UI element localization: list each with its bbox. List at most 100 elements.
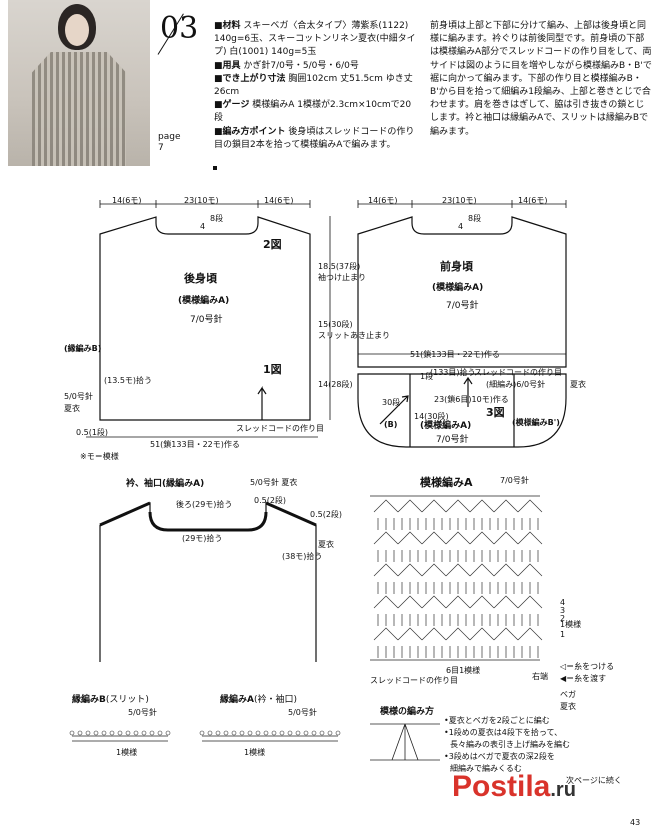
back-fig2-label: 2図: [263, 238, 282, 251]
front-body-outline: [357, 216, 567, 368]
chart-a-stitch: [497, 646, 515, 658]
chart-a-stitch: [497, 614, 515, 626]
photo-garment: [32, 52, 126, 166]
edge-stitch: [109, 730, 115, 736]
chart-a-stitch: [517, 531, 543, 545]
front-neck-dim: 4: [458, 222, 464, 231]
edge-stitch: [165, 730, 171, 736]
edge-stitch: [69, 730, 75, 736]
chart-a-stitch: [493, 499, 519, 513]
how-title: 模様の編み方: [380, 707, 435, 717]
tools-line: ■用具 かぎ針7/0号・5/0号・6/0号: [214, 60, 359, 71]
edge-stitch: [311, 730, 317, 736]
chart-a-grid: [370, 495, 540, 661]
chart-a-stitch: [373, 627, 399, 641]
chart-a-bottom: 6目1模様: [446, 666, 481, 675]
front-edge: (細編み)6/0号針: [486, 380, 546, 389]
instructions-text: 前身頃は上部と下部に分けて編み、上部は後身頃と同様に編みます。衿ぐりは前後同型で…: [430, 21, 652, 137]
back-side3-dim: 14(28段): [318, 380, 353, 389]
chart-a-start: 右端: [532, 672, 548, 681]
how-step-5: 細編みで編みくるむ: [450, 764, 522, 773]
chart-a-stitch: [401, 550, 419, 562]
edge-stitch: [231, 730, 237, 736]
edge-stitch: [255, 730, 261, 736]
collar-edge: [99, 501, 317, 527]
edge-stitch: [125, 730, 131, 736]
chart-a-stitch: [493, 563, 519, 577]
chart-a-stitch: [397, 595, 423, 609]
edge-stitch: [199, 730, 205, 736]
chart-a-stitch: [449, 614, 467, 626]
chart-a-stitch: [493, 531, 519, 545]
chart-a-stitch: [517, 627, 543, 641]
symbol-attach: ◁＝糸をつける: [560, 662, 615, 671]
front-row1: 1段: [420, 372, 434, 381]
chart-a-stitch: [445, 531, 471, 545]
edge-stitch: [247, 730, 253, 736]
chart-a-stitch: [469, 563, 495, 577]
edge-stitch: [271, 730, 277, 736]
front-b-left-rows: 30段: [382, 398, 401, 407]
photo-face: [65, 14, 89, 46]
chart-a-stitch: [425, 646, 443, 658]
edge-stitch: [117, 730, 123, 736]
back-title: 後身頃: [184, 272, 217, 285]
chart-a-stitch: [377, 582, 395, 594]
edge-stitch: [279, 730, 285, 736]
front-title: 前身頃: [440, 260, 473, 273]
materials-block: ■材料 スキーベガ〈合太タイプ〉薄紫系(1122) 140g=6玉、スキーコット…: [214, 20, 420, 152]
chart-a-stitch: [425, 518, 443, 530]
chart-a-stitch: [377, 646, 395, 658]
edge-stitch: [263, 730, 269, 736]
front-lower-outline: [357, 373, 567, 448]
chart-a-stitch: [445, 563, 471, 577]
chart-a-stitch: [397, 499, 423, 513]
front-neck-rows: 8段: [468, 214, 482, 223]
collar-rows: 0.5(2段): [254, 496, 287, 505]
edge-a-needle: 5/0号針: [288, 708, 317, 717]
back-top-left-dim: 14(6モ): [112, 196, 142, 205]
edge-stitch: [215, 730, 221, 736]
dim-top-front: [357, 200, 567, 208]
edge-stitch: [157, 730, 163, 736]
back-pick-label: (13.5モ)拾う: [104, 376, 153, 385]
chart-a-stitch: [473, 518, 491, 530]
how-step-1: •夏衣とベガを2段ごとに編む: [444, 716, 550, 725]
chart-a-stitch: [425, 550, 443, 562]
front-needle: 7/0号針: [446, 301, 479, 311]
chart-a-stitch: [445, 595, 471, 609]
sleeve-pick: (38モ)拾う: [282, 552, 323, 561]
front-fig3-label: 3図: [486, 406, 505, 419]
back-neck-rows: 8段: [210, 214, 224, 223]
front-lower-mid: 23(鎖6目)10モ)作る: [434, 395, 509, 404]
chart-a-stitch: [469, 499, 495, 513]
gauge-line: ■ゲージ 模様編みA 1模様が2.3cm×10cmで20段: [214, 100, 412, 124]
edge-stitch: [303, 730, 309, 736]
chart-a-row3: 3: [560, 606, 566, 615]
edge-b-chart: [72, 735, 168, 742]
back-edge-b-label: (縁編みB): [64, 344, 102, 353]
chart-a-stitch: [449, 646, 467, 658]
chart-a-stitch: [521, 518, 539, 530]
edge-stitch: [93, 730, 99, 736]
chart-a-stitch: [425, 614, 443, 626]
model-photo: [8, 0, 150, 166]
front-cord: スレッドコードの作り目: [474, 368, 562, 377]
edge-stitch: [207, 730, 213, 736]
how-step-2: •1段めの夏衣は4段下を拾って、: [444, 728, 563, 737]
chart-a-stitch: [469, 531, 495, 545]
front-b-label: (B): [384, 420, 398, 429]
back-bottom-dim: 51(鎖133目・22モ)作る: [150, 440, 240, 449]
chart-a-stitch: [449, 518, 467, 530]
front-top-mid-dim: 23(10モ): [442, 196, 477, 205]
edge-stitch: [295, 730, 301, 736]
bullet-dot: [213, 166, 217, 170]
back-needle-5: 5/0号針: [64, 392, 93, 401]
chart-a-stitch: [397, 563, 423, 577]
front-top-right-dim: 14(6モ): [518, 196, 548, 205]
collar-title: 衿、袖口(縁編みA): [126, 479, 205, 489]
chart-a-stitch: [521, 614, 539, 626]
chart-a-stitch: [401, 614, 419, 626]
